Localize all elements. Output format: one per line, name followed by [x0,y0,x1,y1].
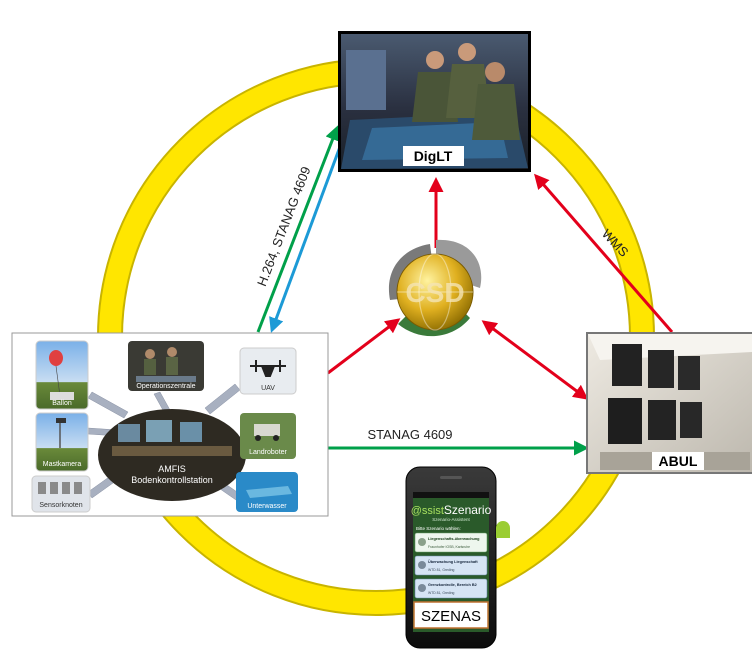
abul-monitor-1 [612,344,642,386]
diglt-table-glow [362,122,508,160]
amfis-console-screen-3 [180,422,202,442]
scenario-item-title: Grenzkontrolle, Bereich B2 [428,583,477,587]
amfis-title-line1: AMFIS [158,464,186,474]
app-subtitle: Szenario-Assistent [432,517,470,522]
tile-label-unterwasser: Unterwasser [247,503,287,510]
balloon-icon [49,350,63,366]
amfis-console-desk [112,446,232,456]
amfis-tile-ballon: Ballon [35,340,89,410]
scenario-item[interactable]: Grenzkontrolle, Bereich B2 WTD 81, Gredi… [414,578,488,599]
android-icon [496,521,510,538]
abul-monitor-6 [680,402,702,438]
tile-label-ballon: Ballon [52,400,72,407]
amfis-tile-uav: UAV [239,347,297,395]
app-logo-prefix: @ssist [411,505,444,517]
arrow-diglt-to-amfis [269,135,346,333]
csd-globe-meridian [418,253,452,331]
diglt-wall-screen [346,50,386,110]
scenario-item-icon [418,584,426,592]
amfis-tile-sensorknoten: Sensorknoten [31,475,91,513]
scenario-item-icon [418,561,426,569]
amfis-title-line2: Bodenkontrollstation [131,475,213,485]
diglt-people [412,43,520,140]
app-logo: @ssistSzenario [411,503,492,517]
scenario-item-sub: Fraunhofer IOSB, Karlsruhe [428,545,470,549]
link-label-amfis-abul: STANAG 4609 [367,427,452,442]
node-amfis: AMFIS Bodenkontrollstation Ballon Operat… [11,332,329,517]
abul-monitor-3 [678,356,700,390]
abul-monitor-5 [648,400,676,440]
scenario-item[interactable]: Liegenschafts-überwachung Fraunhofer IOS… [414,532,488,553]
robot-icon [254,424,280,436]
amfis-console-screen-2 [146,420,172,442]
csd-globe [396,253,474,331]
arrow-abul-to-diglt [534,173,674,333]
node-csd: CSD [388,239,482,337]
uav-icon [250,360,286,377]
link-label-amfis-diglt: H.264, STANAG 4609 [254,164,313,288]
tile-label-operationszentrale: Operationszentrale [136,383,195,390]
csd-label: CSD [405,277,464,308]
diglt-label-box [403,146,464,166]
node-diglt: DigLT [338,31,531,172]
diglt-label: DigLT [414,148,453,164]
camera-icon [56,418,66,423]
amfis-tile-mastkamera: Mastkamera [35,412,89,472]
tile-label-landroboter: Landroboter [249,449,287,456]
arrow-amfis-to-diglt [256,125,340,333]
underwater-vehicle-icon [246,486,292,498]
abul-monitor-4 [608,398,642,444]
amfis-tile-operationszentrale: Operationszentrale [128,341,204,391]
scenario-prompt: Bitte Szenario wählen: [416,526,461,531]
abul-label-box [652,452,704,470]
abul-label: ABUL [659,453,698,469]
phone-speaker [440,476,462,479]
scenario-item-icon [418,538,426,546]
scenario-item-title: Liegenschafts-überwachung [428,537,480,541]
tile-label-mastkamera: Mastkamera [43,461,82,468]
amfis-tile-landroboter: Landroboter [240,413,296,459]
arrow-csd-abul [481,320,589,400]
scenario-item-sub: WTD 81, Greding [428,591,454,595]
tile-label-sensorknoten: Sensorknoten [39,502,82,509]
phone-status-bar [413,492,489,498]
arrow-amfis-to-csd [327,318,401,375]
amfis-console-screen-1 [118,424,140,442]
app-logo-name: Szenario [444,503,492,517]
szenas-label-box [413,601,489,629]
sensor-nodes-icon [38,482,82,494]
node-abul: ABUL [586,332,752,474]
amfis-tile-unterwasser: Unterwasser [236,472,298,512]
tile-label-uav: UAV [261,385,275,392]
node-szenas: @ssistSzenario Szenario-Assistent Bitte … [405,466,510,649]
szenas-label: SZENAS [421,608,481,625]
abul-monitor-2 [648,350,674,388]
scenario-item-title: Überwachung Liegenschaft [428,559,478,564]
scenario-item-sub: WTD 81, Greding [428,568,454,572]
scenario-item[interactable]: Überwachung Liegenschaft WTD 81, Greding [414,555,488,576]
